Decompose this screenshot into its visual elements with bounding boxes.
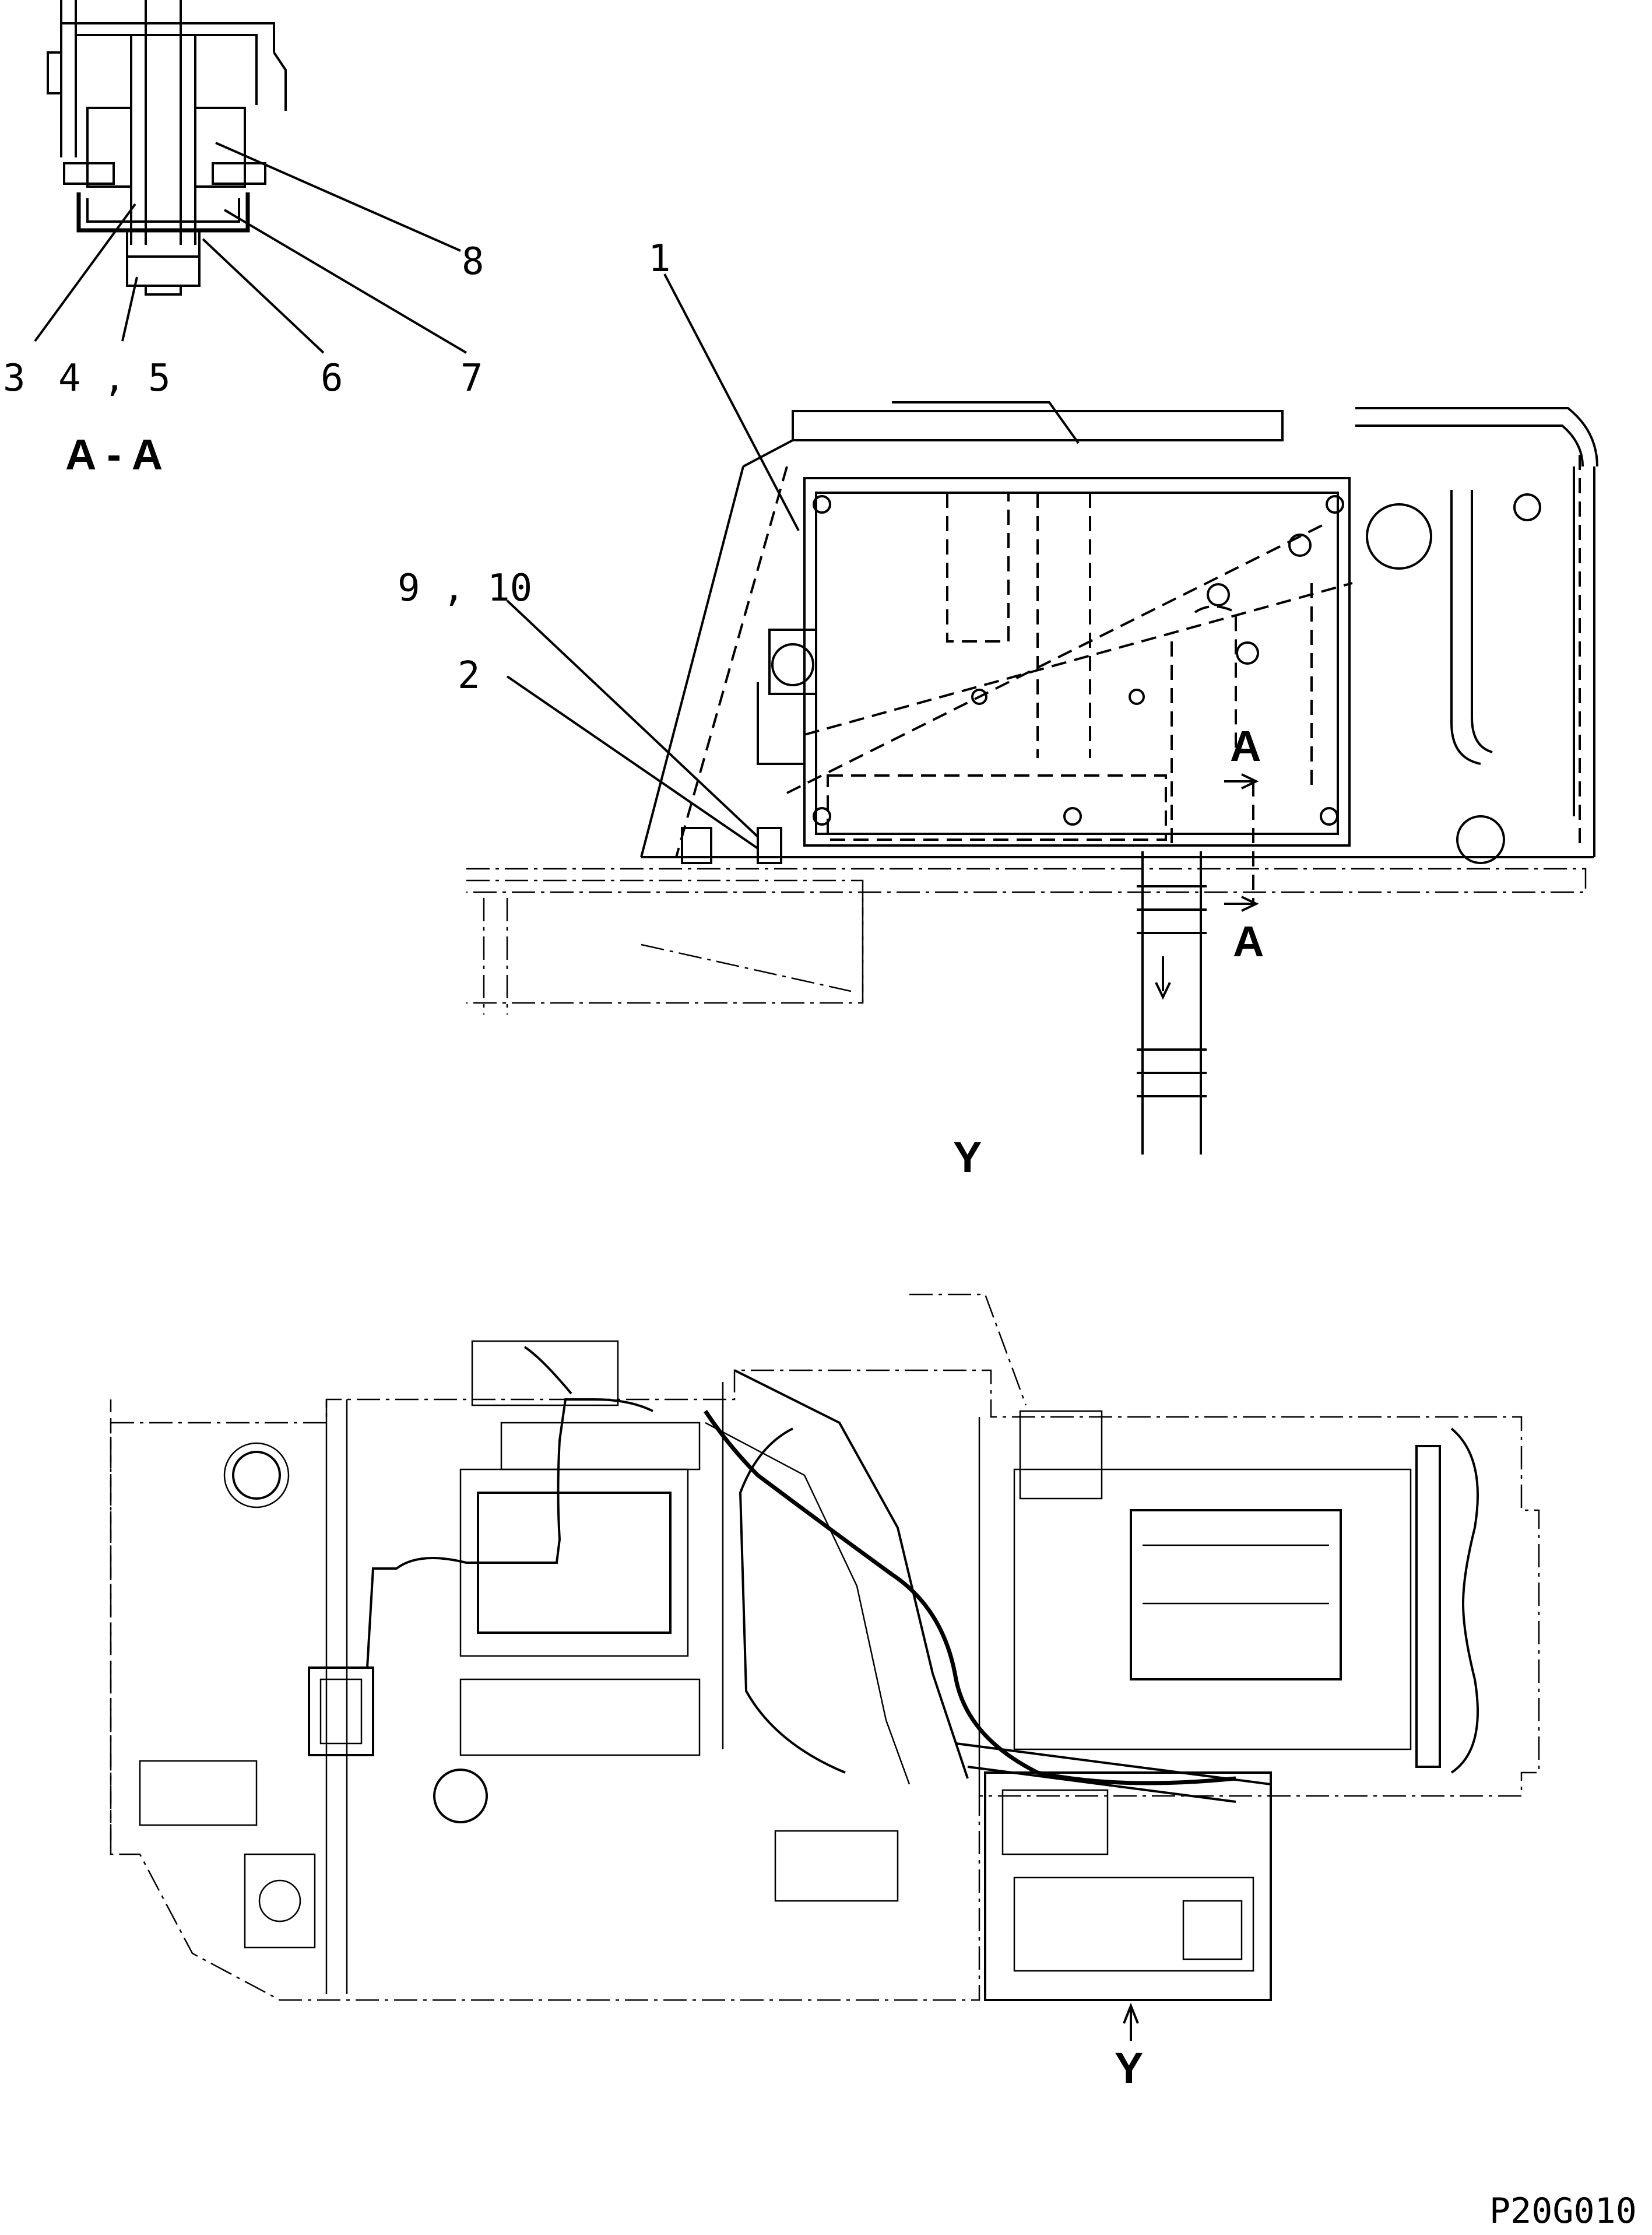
section-title: A - A: [65, 430, 163, 479]
view-label-y-lower: Y: [1115, 2044, 1143, 2092]
callout-6: 6: [321, 357, 343, 400]
callout-2: 2: [458, 654, 480, 697]
side-view-assembly: [466, 273, 1598, 1155]
callout-9-10: 9 , 10: [398, 567, 532, 610]
view-label-y-upper: Y: [953, 1133, 982, 1181]
callout-7: 7: [461, 357, 483, 400]
section-a-a-detail: [34, 0, 468, 354]
section-mark-a-top: A: [1230, 722, 1261, 770]
top-view-assembly: [110, 1293, 1540, 2041]
drawing-code: P20G010: [1489, 2191, 1637, 2232]
callout-1: 1: [648, 237, 671, 280]
callout-8: 8: [462, 240, 484, 283]
section-mark-a-bottom: A: [1233, 917, 1264, 966]
callout-4-5: 4 , 5: [58, 357, 171, 400]
callout-3: 3: [3, 357, 26, 400]
